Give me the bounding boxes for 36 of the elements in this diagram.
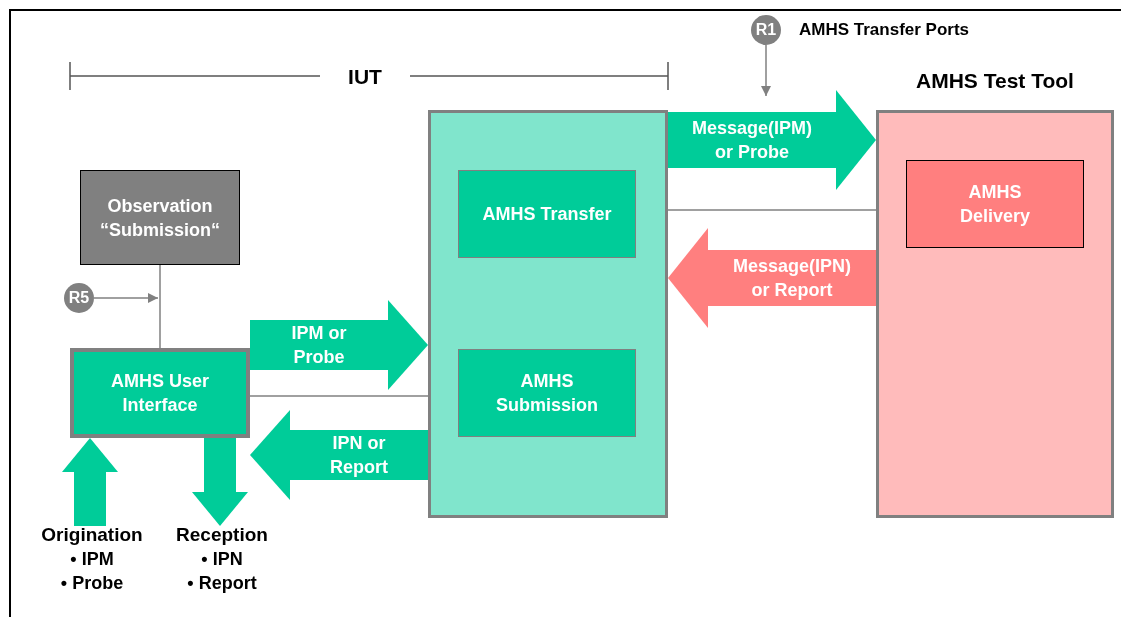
- box-heading: AMHS Test Tool: [915, 69, 1075, 93]
- box-label: AMHS Delivery: [958, 181, 1032, 228]
- connector-line: [249, 395, 429, 397]
- block-arrow: [250, 300, 428, 390]
- observation-box: [80, 170, 240, 265]
- process-box: [906, 160, 1084, 248]
- edge-label: Message(IPM) or Probe: [690, 117, 813, 164]
- process-box: [458, 349, 636, 437]
- box-label: Observation “Submission“: [99, 194, 221, 242]
- box-label: AMHS Submission: [495, 370, 599, 417]
- process-box: [458, 170, 636, 258]
- port-caption: AMHS Transfer Ports: [799, 19, 970, 41]
- edge-label: Message(IPN) or Report: [731, 255, 852, 302]
- caption-text: Reception: [176, 523, 268, 547]
- reference-label: R5: [68, 288, 90, 308]
- block-arrow: [250, 410, 428, 500]
- arrow: [93, 293, 159, 303]
- edge-label: IPM or Probe: [290, 322, 348, 369]
- block-arrow: [62, 438, 118, 526]
- edge-label: IPN or Report: [329, 432, 389, 479]
- process-box: [70, 348, 250, 438]
- connector-line: [667, 209, 877, 211]
- bullet-item: • IPM: [70, 548, 114, 571]
- box-label: AMHS Transfer: [482, 203, 612, 226]
- bullet-item: • Report: [187, 572, 257, 595]
- arrow: [761, 44, 771, 97]
- container-box: [428, 110, 668, 518]
- caption-text: Origination: [41, 523, 143, 547]
- bullet-item: • IPN: [201, 548, 243, 571]
- block-arrow: [192, 438, 248, 526]
- box-label: AMHS User Interface: [110, 370, 210, 417]
- block-arrow: [668, 228, 876, 328]
- bullet-item: • Probe: [60, 572, 124, 595]
- connector-line: [159, 264, 161, 349]
- dimension-label: IUT: [347, 65, 383, 89]
- reference-label: R1: [755, 20, 777, 40]
